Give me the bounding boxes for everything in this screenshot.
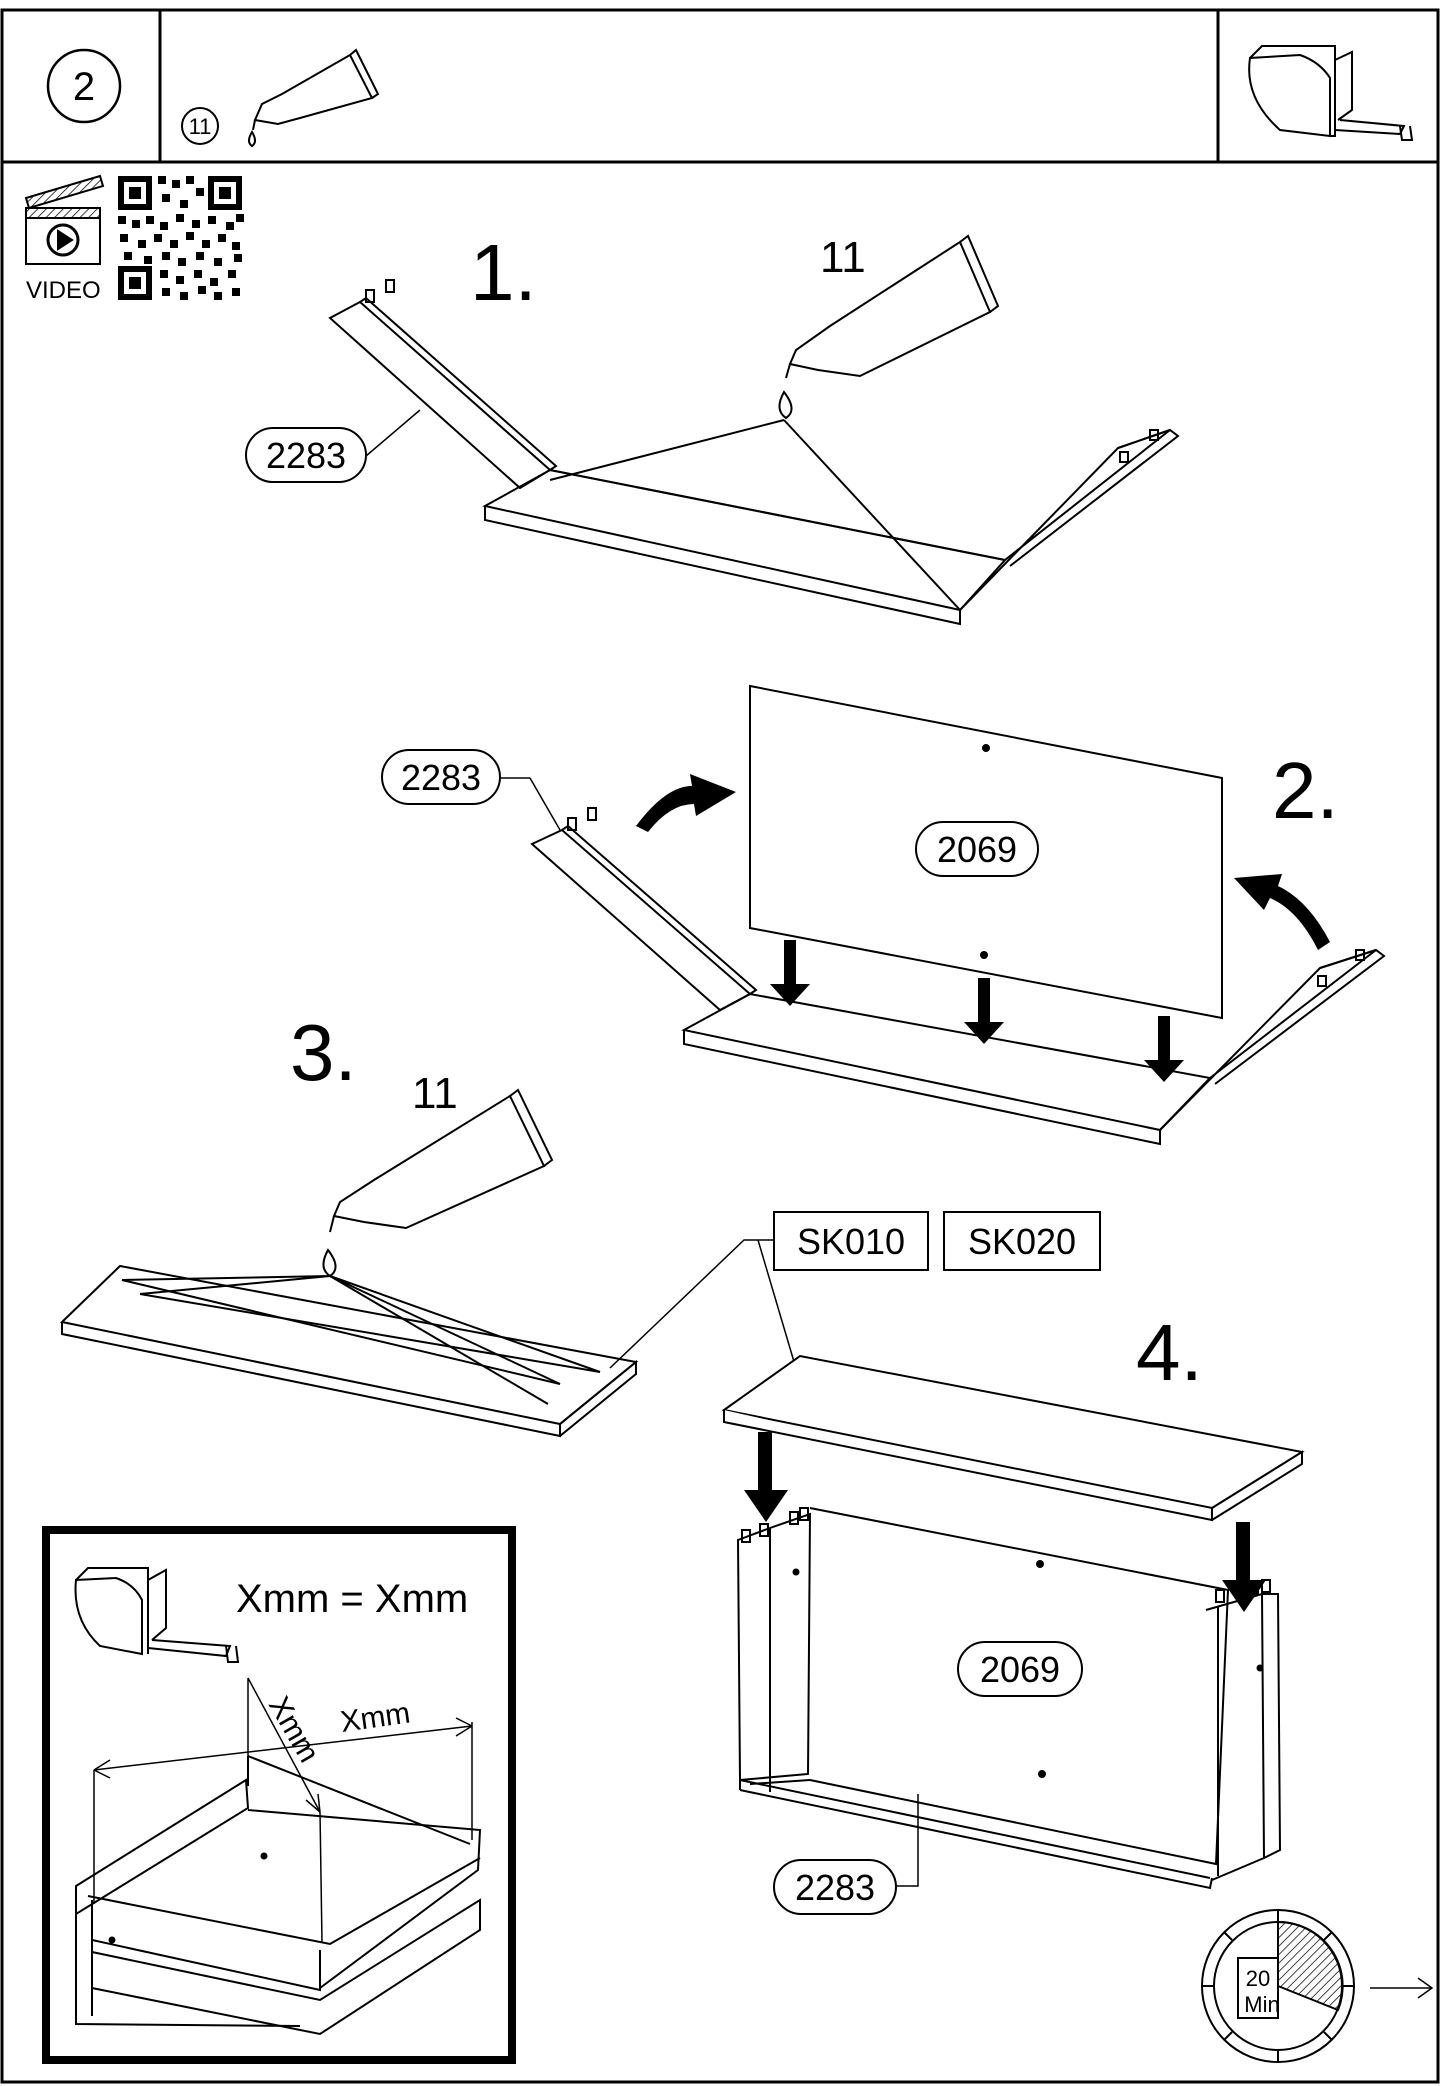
step-4-part-label-back: 2069 bbox=[957, 1641, 1083, 1697]
video-icon bbox=[24, 174, 105, 265]
qr-code[interactable] bbox=[118, 176, 244, 300]
step-2-panels bbox=[530, 807, 1386, 1146]
step-1-number: 1. bbox=[470, 228, 537, 317]
svg-text:2283: 2283 bbox=[795, 1867, 875, 1908]
step-4-top-panel bbox=[721, 1354, 1305, 1522]
step-4-number: 4. bbox=[1136, 1308, 1203, 1397]
svg-text:2069: 2069 bbox=[937, 829, 1017, 870]
svg-text:2069: 2069 bbox=[980, 1649, 1060, 1690]
step-1-panels bbox=[328, 279, 1180, 626]
step-2-part-label-back: 2069 bbox=[915, 821, 1039, 877]
measure-equation: Xmm = Xmm bbox=[236, 1577, 468, 1621]
measure-drawer bbox=[75, 1755, 482, 2036]
step-1-glue-tube bbox=[778, 234, 1000, 420]
fitting-sk020: SK020 bbox=[943, 1211, 1101, 1271]
timer-unit: Min bbox=[1244, 1992, 1279, 2017]
fitting-sk010: SK010 bbox=[773, 1211, 929, 1271]
glue-item-number: 11 bbox=[189, 114, 212, 139]
step-number-text: 2 bbox=[73, 65, 95, 109]
video-label: VIDEO bbox=[26, 277, 101, 304]
svg-text:2283: 2283 bbox=[401, 757, 481, 798]
measure-tape-icon bbox=[74, 1567, 240, 1663]
next-page-arrow-icon[interactable] bbox=[1370, 1977, 1434, 1999]
svg-text:SK010: SK010 bbox=[797, 1221, 905, 1262]
tape-measure-icon bbox=[1248, 45, 1414, 141]
step-1-glue-number: 11 bbox=[820, 233, 866, 282]
step-3-glue-number: 11 bbox=[412, 1069, 458, 1118]
step-2-down-arrows bbox=[770, 940, 1184, 1082]
step-3-number: 3. bbox=[290, 1008, 357, 1097]
step-3-top-panel bbox=[59, 1264, 639, 1438]
step-number-badge: 2 bbox=[46, 48, 122, 124]
timer-value: 20 bbox=[1246, 1966, 1270, 1991]
step-2-part-label-side: 2283 bbox=[381, 749, 561, 831]
measure-width-label: Xmm bbox=[338, 1697, 412, 1739]
svg-text:SK020: SK020 bbox=[968, 1221, 1076, 1262]
step-4-cabinet bbox=[736, 1507, 1282, 1890]
measure-box bbox=[42, 1526, 516, 2064]
timer-icon bbox=[1201, 1909, 1355, 2063]
step-2-number: 2. bbox=[1272, 746, 1339, 835]
page-border bbox=[0, 8, 1440, 2084]
step-4-down-arrows bbox=[744, 1432, 1266, 1612]
measure-diag-label: Xmm bbox=[262, 1691, 326, 1768]
step-1-part-label: 2283 bbox=[245, 409, 421, 483]
measure-lines bbox=[93, 1677, 473, 1943]
step-4-part-label-bottom: 2283 bbox=[773, 1794, 919, 1915]
glue-tube-icon: 11 bbox=[181, 48, 380, 148]
svg-text:2283: 2283 bbox=[266, 435, 346, 476]
step-2-rotate-arrows bbox=[636, 774, 1330, 950]
fitting-leader-lines bbox=[609, 1239, 801, 1383]
